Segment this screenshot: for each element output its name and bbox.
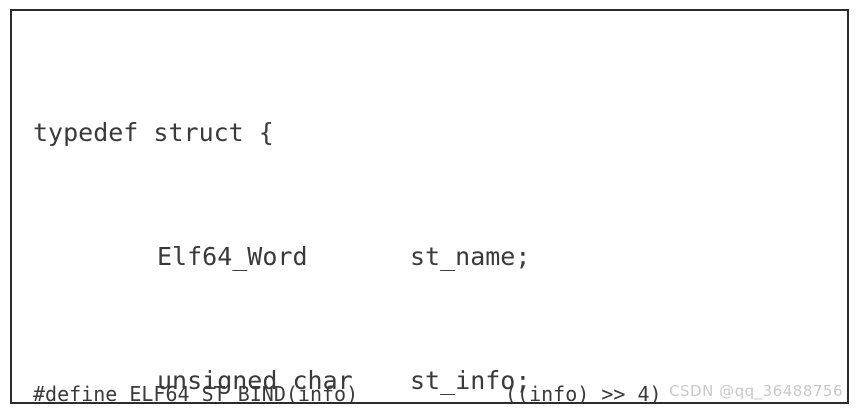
- code-line: #define ELF64_ST_BIND(info) ((info) >> 4): [33, 382, 818, 404]
- code-line: unsigned char st_info;: [33, 365, 545, 396]
- define-macro-block: #define ELF64_ST_BIND(info) ((info) >> 4)…: [33, 307, 818, 404]
- struct-keyword-line: typedef struct {: [33, 118, 274, 147]
- macro-body: ((info) >> 4): [505, 382, 662, 404]
- field-name: st_info;: [410, 366, 531, 395]
- field-type: unsigned char: [157, 366, 353, 395]
- csdn-watermark: CSDN @qq_36488756: [669, 382, 843, 400]
- macro-signature: #define ELF64_ST_BIND(info): [33, 382, 359, 404]
- field-type: Elf64_Word: [157, 242, 308, 271]
- field-name: st_name;: [410, 242, 531, 271]
- code-frame: typedef struct { Elf64_Word st_name; unsi…: [10, 9, 849, 404]
- struct-definition-block: typedef struct { Elf64_Word st_name; unsi…: [33, 24, 545, 402]
- code-line: typedef struct {: [33, 117, 545, 148]
- code-line: Elf64_Word st_name;: [33, 241, 545, 272]
